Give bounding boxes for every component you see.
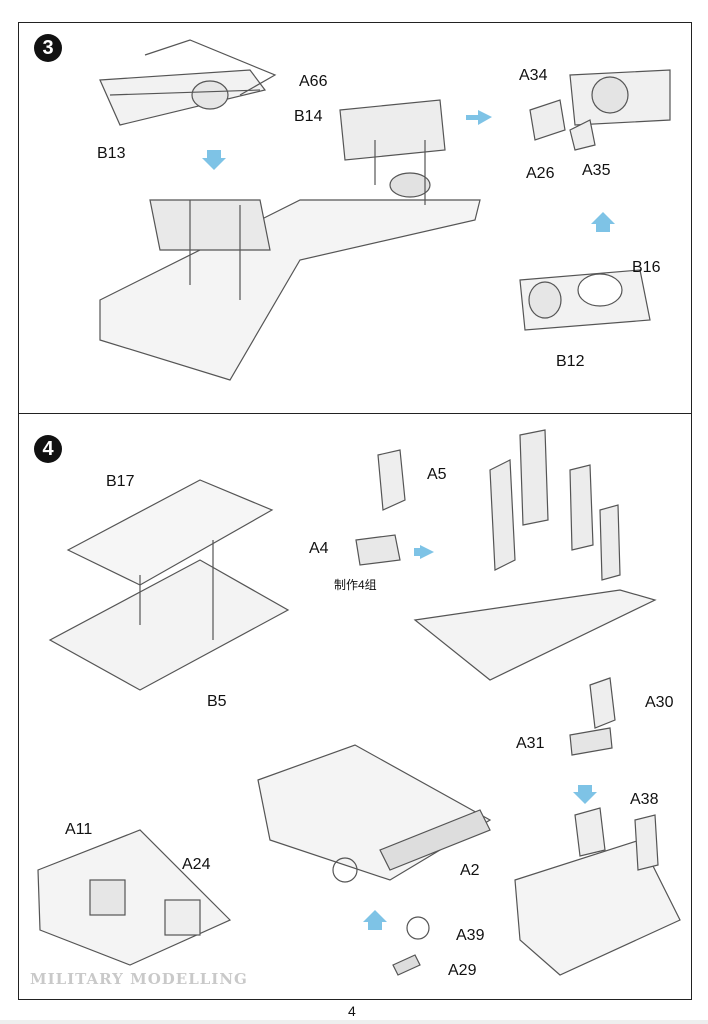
- part-label-b12: B12: [556, 353, 585, 370]
- step-divider: [18, 413, 692, 414]
- part-label-a29: A29: [448, 962, 477, 979]
- cab-right: [514, 807, 681, 976]
- step-number-3: 3: [34, 34, 62, 62]
- steering-parts: [392, 916, 430, 976]
- part-label-a4: A4: [309, 540, 329, 557]
- cab-interior: [257, 744, 492, 883]
- cab-left: [37, 829, 232, 966]
- watermark: MILITARY MODELLING: [30, 970, 248, 988]
- part-label-a24: A24: [182, 856, 211, 873]
- part-label-b14: B14: [294, 108, 323, 125]
- part-label-a34: A34: [519, 67, 548, 84]
- seat-frame-a5: [355, 449, 406, 566]
- driver-seat-a30: [569, 677, 616, 756]
- floor-base-b5: [48, 540, 290, 691]
- part-label-a31: A31: [516, 735, 545, 752]
- part-label-b5: B5: [207, 693, 227, 710]
- part-label-b16: B16: [632, 259, 661, 276]
- part-label-a26: A26: [526, 165, 555, 182]
- step-number-4: 4: [34, 435, 62, 463]
- bottom-edge: [0, 1020, 708, 1024]
- part-label-a5: A5: [427, 466, 447, 483]
- part-label-a35: A35: [582, 162, 611, 179]
- part-label-a2: A2: [460, 862, 480, 879]
- page-number: 4: [348, 1003, 356, 1019]
- seated-floor: [413, 429, 657, 681]
- axle-housing-part: [519, 269, 651, 331]
- make-4-sets-note: 制作4组: [334, 578, 377, 592]
- part-label-a66: A66: [299, 73, 328, 90]
- chassis-frame: [99, 99, 481, 381]
- part-label-a30: A30: [645, 694, 674, 711]
- rear-axle-part: [529, 69, 671, 151]
- page-frame: [18, 22, 692, 1000]
- part-label-a39: A39: [456, 927, 485, 944]
- front-axle-part: [99, 39, 277, 126]
- part-label-a38: A38: [630, 791, 659, 808]
- part-label-b17: B17: [106, 473, 135, 490]
- part-label-b13: B13: [97, 145, 126, 162]
- floor-panel-b17: [66, 479, 274, 586]
- arrows-blue: [202, 110, 615, 930]
- part-label-a11: A11: [65, 821, 93, 838]
